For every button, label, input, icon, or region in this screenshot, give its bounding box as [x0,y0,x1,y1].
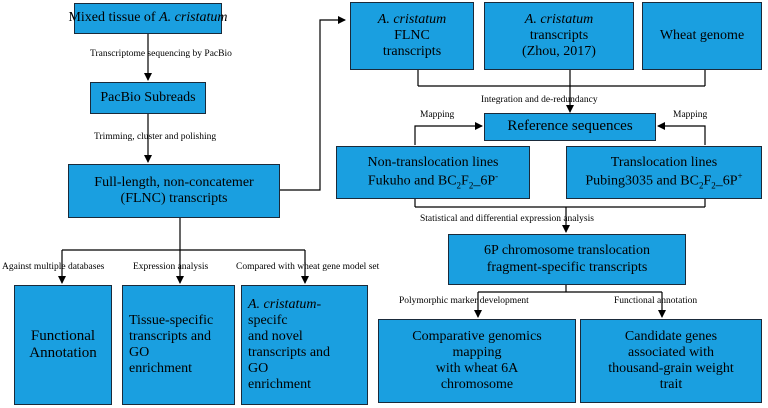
box-ac-specific: A. cristatum- specifc and novel transcri… [241,285,368,405]
box-translocation: Translocation lines Pubing3035 and BC2F2… [566,146,762,199]
box-non-translocation: Non-translocation lines Fukuho and BC2F2… [336,146,530,199]
label-compared: Compared with wheat gene model set [236,262,380,272]
box-ac-flnc: A. cristatum FLNC transcripts [350,2,474,70]
box-reference-sequences: Reference sequences [484,113,656,141]
label-integration: Integration and de-redundancy [481,95,598,105]
label-functional-annot: Functional annotation [614,296,698,306]
label-transcriptome-seq: Transcriptome sequencing by PacBio [90,49,232,59]
box-pacbio-subreads: PacBio Subreads [90,82,206,114]
arrow-flnc-to-acflnc [280,16,346,191]
label-mapping-left: Mapping [420,110,455,120]
box-comparative-genomics: Comparative genomics mapping with wheat … [378,319,576,403]
label-mapping-right: Mapping [673,110,708,120]
arrow-mapping-right [657,122,706,145]
label-against-db: Against multiple databases [2,262,105,272]
box-functional-annotation: Functional Annotation [14,285,112,405]
label-trimming: Trimming, cluster and polishing [94,132,217,142]
box-flnc-transcripts: Full-length, non-concatemer (FLNC) trans… [68,164,280,218]
box-wheat-genome: Wheat genome [642,2,762,70]
box-mixed-tissue: Mixed tissue of A. cristatum [68,3,228,34]
label-polymorphic: Polymorphic marker development [399,296,529,306]
box-tissue-specific: Tissue-specific transcripts and GO enric… [122,285,235,405]
box-ac-transcripts: A. cristatum transcripts (Zhou, 2017) [484,2,634,70]
box-candidate-genes: Candidate genes associated with thousand… [580,319,762,403]
label-expression: Expression analysis [133,262,209,272]
label-statistical: Statistical and differential expression … [420,214,594,224]
arrow-mapping-left [414,122,483,145]
box-fragment-specific: 6P chromosome translocation fragment-spe… [448,234,686,285]
